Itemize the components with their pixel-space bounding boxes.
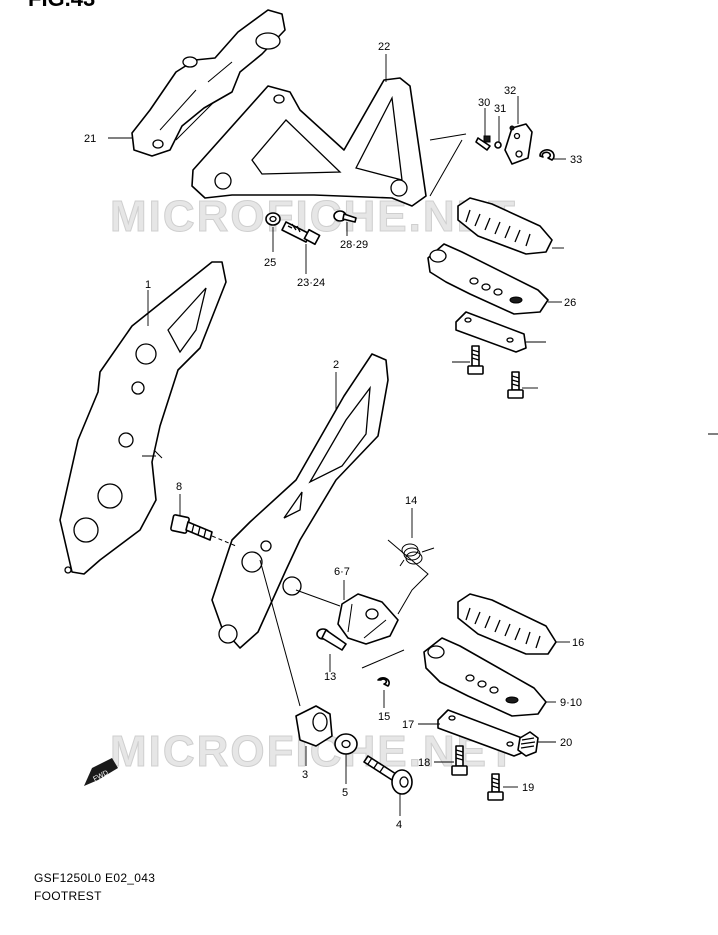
part-20-rear-plate (191, 77, 427, 207)
part-1-bracket (59, 261, 227, 575)
part-17-bolt (487, 773, 504, 801)
callout-16: 18 (418, 757, 430, 769)
callout-26: 30 (478, 97, 490, 109)
part-25-pin (333, 210, 357, 223)
callout-4: 4 (396, 819, 402, 831)
callout-20: 22 (378, 41, 390, 53)
callout-12: 14 (405, 495, 417, 507)
assembly-lines (211, 133, 467, 707)
callout-27: 31 (494, 103, 506, 115)
part-22-washer (265, 212, 281, 226)
callout-1: 1 (145, 279, 151, 291)
watermark-top: MICROFICHE.NET (110, 192, 517, 241)
callout-22: 25 (264, 257, 276, 269)
part-19-rear-bracket (131, 9, 286, 157)
part-30-clip (539, 149, 555, 161)
callout-14: 16 (572, 637, 584, 649)
callout-6-7: 6·7 (334, 566, 350, 578)
part-3-bushing (295, 705, 333, 747)
callout-5: 5 (342, 787, 348, 799)
part-9-10-footrest (423, 637, 547, 717)
callouts: 21 22 25 23·24 28·29 30 31 32 33 26 1 2 (84, 41, 584, 831)
callout-2: 2 (333, 359, 339, 371)
callout-3: 3 (302, 769, 308, 781)
callout-13: 15 (378, 711, 390, 723)
figure-title: FIG.43 (28, 0, 95, 12)
part-8-bolt (170, 514, 213, 541)
part-31-rubber (457, 197, 553, 255)
part-34-bolt (507, 371, 524, 399)
part-14-rubber (457, 593, 557, 655)
callout-28-29: 32 (504, 85, 516, 97)
callout-23-24: 26 (564, 297, 576, 309)
part-27-ball (494, 141, 502, 149)
callout-19: 21 (84, 133, 96, 145)
part-18-weight (517, 731, 539, 757)
callout-25: 28·29 (340, 239, 368, 251)
part-23-24-footrest (427, 243, 549, 315)
drawing-code: GSF1250L0 E02_043 (34, 871, 156, 885)
part-5-washer (334, 733, 358, 755)
section-name: FOOTREST (34, 889, 102, 903)
callout-15: 17 (402, 719, 414, 731)
callout-30: 33 (570, 154, 582, 166)
callout-17: 19 (522, 782, 534, 794)
part-26-bolt (475, 135, 491, 151)
part-4-bolt (363, 755, 413, 795)
part-13-clip (377, 677, 390, 687)
callout-18: 20 (560, 737, 572, 749)
callout-11: 13 (324, 671, 336, 683)
callout-9-10: 9·10 (560, 697, 582, 709)
part-11-pin (316, 628, 347, 651)
part-32-plate (455, 311, 527, 353)
part-6-7-bracket (337, 593, 399, 645)
part-21-bolt (281, 221, 321, 246)
part-16-bolt (451, 745, 468, 776)
callout-21: 23·24 (297, 277, 325, 289)
callout-8: 8 (176, 481, 182, 493)
part-28-29-plate (504, 123, 533, 165)
part-33-bolt (467, 345, 484, 375)
